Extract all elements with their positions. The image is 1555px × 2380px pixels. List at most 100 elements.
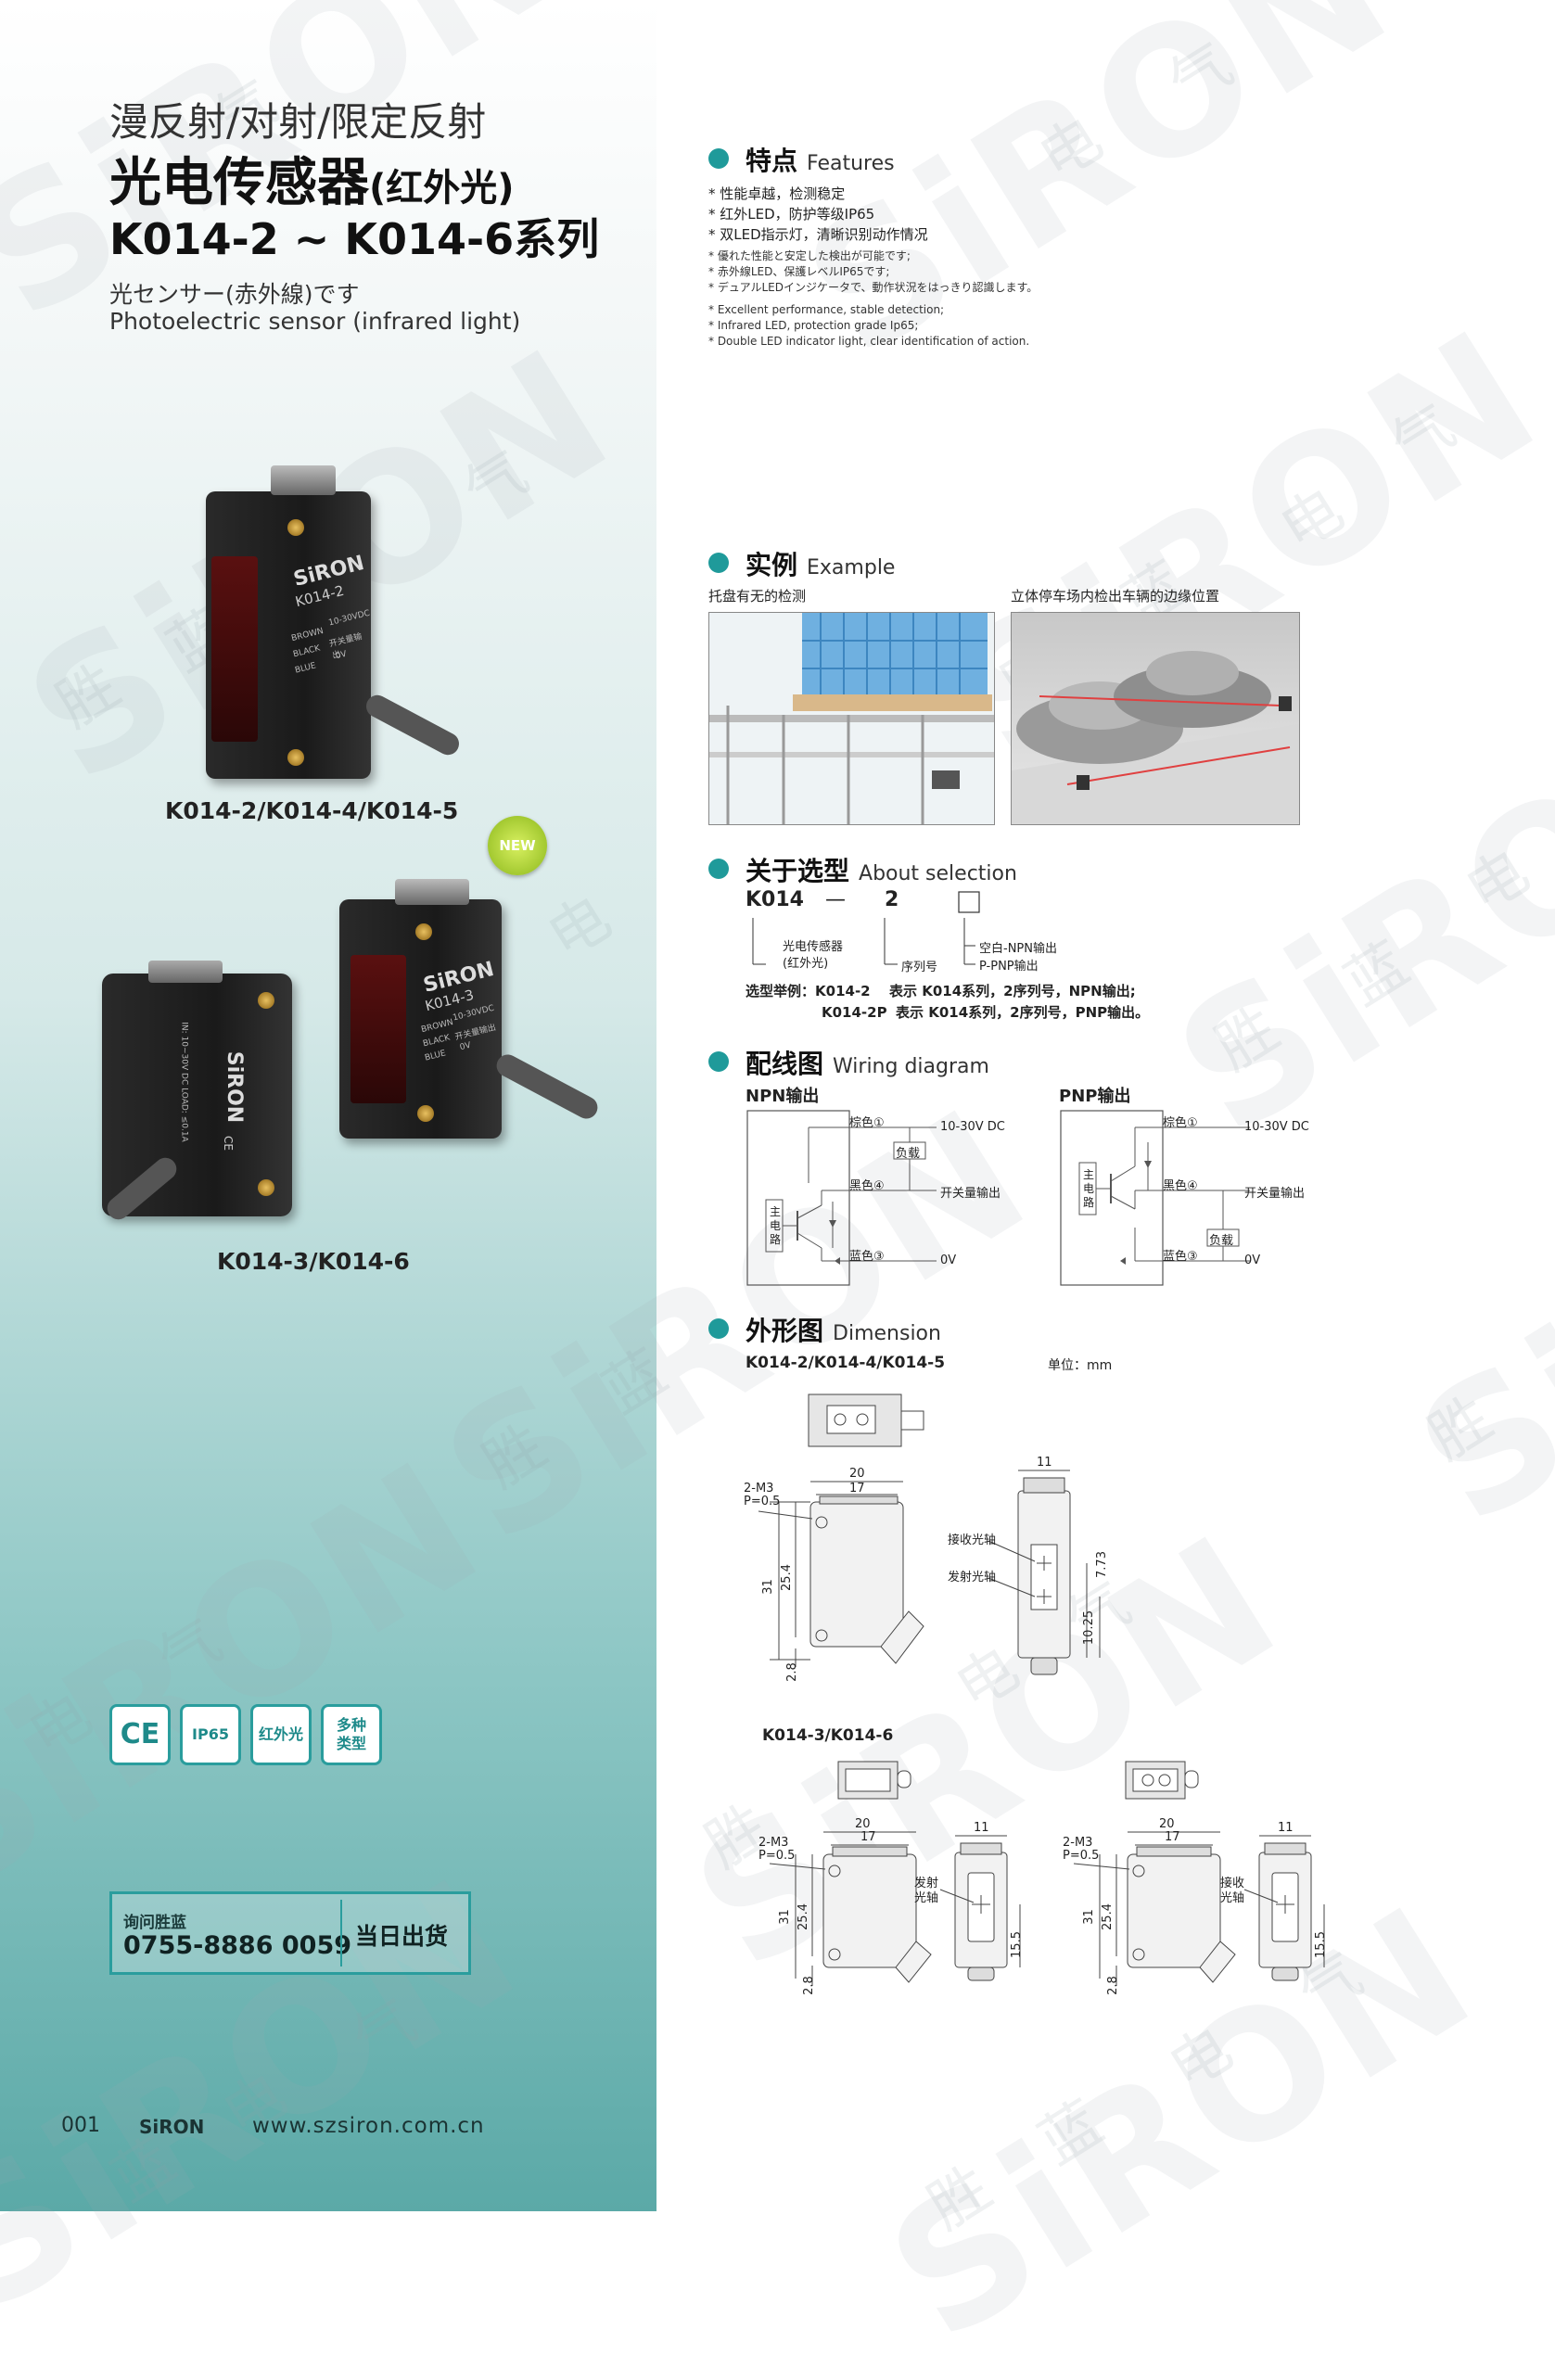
dimension-unit: 单位：mm (1048, 1358, 1113, 1373)
screw-icon (287, 519, 304, 536)
dim-recv-axis-b: 光轴 (1220, 1891, 1245, 1905)
npn-0v-label: 0V (940, 1254, 957, 1267)
series-title: K014-2 ~ K014-6系列 (109, 214, 600, 264)
pnp-wiring-diagram: 主 电 路 棕色① 黑色④ 蓝色③ 负载 10-30V DC 开关量输出 0V (1059, 1109, 1337, 1289)
page-title: 光电传感器(红外光) (109, 141, 515, 216)
pnp-load-label: 负载 (1209, 1234, 1234, 1248)
dimension-drawing-b1: 2-M3 P=0.5 20 17 31 25.4 2.8 11 发射 光轴 15… (751, 1756, 1029, 1997)
screw-icon (287, 749, 304, 766)
contact-note: 当日出货 (355, 1923, 449, 1950)
sensor-label-black: BLACK (292, 643, 322, 660)
screw-icon (417, 1105, 434, 1122)
sensor-label-out: 开关量输出 (328, 631, 363, 661)
example-1-text: 表示 K014系列，2序列号，NPN输出; (889, 983, 1136, 999)
dimension-model-b: K014-3/K014-6 (762, 1726, 894, 1745)
dim-emit-axis-b: 光轴 (914, 1891, 939, 1905)
feature-item: * 双LED指示灯，清晰识别动作情况 (708, 226, 928, 243)
feature-item: * 性能卓越，检测稳定 (708, 185, 846, 202)
sensor-label-volt: 10-30VDC (327, 608, 372, 629)
dim-d11: 11 (1278, 1821, 1294, 1835)
selection-code-diagram: K014 — 2 光电传感器 (红外光) 序列号 空白-NPN输出 P-PNP输… (746, 888, 1209, 981)
watermark-char: 蓝 (1027, 2088, 1115, 2179)
pnp-main-circuit-label: 主 电 路 (1082, 1168, 1095, 1210)
pnp-black-label: 黑色④ (1163, 1179, 1198, 1193)
dim-h31: 31 (777, 1909, 792, 1925)
watermark-char: 电 (1027, 104, 1115, 195)
selection-title-cn: 关于选型 (746, 856, 850, 886)
screw-icon (258, 1179, 274, 1196)
features-title-cn: 特点 (746, 146, 798, 176)
new-badge-label: NEW (499, 837, 536, 854)
dim-w20: 20 (849, 1467, 865, 1481)
page-number: 001 (61, 2114, 100, 2137)
sensor-label-0v: 0V (458, 1040, 472, 1053)
example-caption-1: 托盘有无的检测 (708, 588, 807, 605)
pnp-switch-out-label: 开关量输出 (1244, 1187, 1306, 1201)
dim-d15-5: 15.5 (1313, 1931, 1328, 1958)
dimension-lines-a (758, 1394, 1101, 1675)
dim-w17: 17 (860, 1830, 876, 1844)
contact-phone[interactable]: 0755-8886 0059 (123, 1931, 352, 1960)
feature-item: * 红外LED，防护等级IP65 (708, 206, 875, 223)
dimension-drawing-b2: 2-M3 P=0.5 20 17 31 25.4 2.8 11 接收 光轴 15… (1057, 1756, 1335, 1997)
dim-pitch: P=0.5 (1063, 1849, 1100, 1863)
features-cn-list: * 性能卓越，检测稳定 * 红外LED，防护等级IP65 * 双LED指示灯，清… (708, 184, 928, 245)
badge-ce: CE (109, 1704, 171, 1765)
dim-h31: 31 (760, 1579, 775, 1595)
dim-w17: 17 (849, 1482, 865, 1495)
watermark-char: 气 (1380, 391, 1467, 482)
dimension-lines-b2 (1073, 1761, 1325, 1986)
npn-brown-label: 棕色① (849, 1116, 885, 1130)
contact-box: 询问胜蓝 0755-8886 0059 当日出货 (109, 1891, 471, 1975)
main-circuit-char: 路 (769, 1233, 781, 1246)
dim-recv-axis: 接收光轴 (948, 1534, 997, 1547)
example-1-model: K014-2 (815, 983, 871, 999)
code-number: 2 (885, 888, 899, 911)
footer-url[interactable]: www.szsiron.com.cn (252, 2114, 485, 2138)
badge-ip65: IP65 (180, 1704, 241, 1765)
npn-load-label: 负载 (896, 1147, 921, 1161)
code-desc-3b: P-PNP输出 (979, 960, 1039, 974)
dim-w17: 17 (1165, 1830, 1180, 1844)
contact-label: 询问胜蓝 (123, 1914, 186, 1932)
features-title: 特点 Features (746, 141, 895, 178)
parking-illustration (1012, 651, 1299, 824)
watermark-logo: SiRON (1384, 1051, 1555, 1564)
example-photo-pallet (708, 612, 995, 825)
watermark-char: 电 (1157, 2014, 1244, 2105)
watermark-char: 电 (1454, 836, 1541, 927)
npn-main-circuit-label: 主 电 路 (769, 1205, 782, 1247)
dim-thread: 2-M3 (1063, 1836, 1093, 1850)
japanese-name: 光センサー(赤外線)です (109, 281, 360, 308)
sensor-label-black: BLACK (422, 1033, 452, 1050)
dim-pitch: P=0.5 (744, 1495, 781, 1508)
example-caption-2: 立体停车场内检出车辆的边缘位置 (1011, 588, 1220, 605)
dim-h25-4: 25.4 (796, 1903, 810, 1930)
dim-d11: 11 (974, 1821, 989, 1835)
features-title-en: Features (807, 152, 895, 175)
npn-blue-label: 蓝色③ (849, 1250, 885, 1264)
code-series: K014 (746, 888, 804, 911)
dim-h2-8: 2.8 (801, 1976, 816, 1995)
footer-logo: SiRON (139, 2116, 205, 2138)
product-caption-1: K014-2/K014-4/K014-5 (165, 797, 459, 824)
sensor-label-blue: BLUE (294, 661, 317, 676)
main-circuit-char: 主 (769, 1205, 781, 1218)
sensor-lens (211, 556, 258, 742)
sensor-label-blue: BLUE (424, 1049, 447, 1063)
pnp-blue-label: 蓝色③ (1163, 1250, 1198, 1264)
sensor-knob (395, 879, 469, 905)
feature-item: * Double LED indicator light, clear iden… (708, 335, 1030, 348)
sensor-label-0v: 0V (334, 649, 348, 662)
section-bullet-icon (708, 859, 729, 879)
npn-wiring-diagram: 主 电 路 棕色① 黑色④ 蓝色③ 负载 10-30V DC 开关量输出 0V (746, 1109, 1024, 1289)
badge-infrared: 红外光 (250, 1704, 312, 1765)
screw-icon (415, 923, 432, 940)
pnp-label: PNP输出 (1059, 1087, 1131, 1106)
feature-item: * Infrared LED, protection grade Ip65; (708, 319, 919, 332)
code-desc-1b: (红外光) (783, 957, 829, 971)
watermark-char: 胜 (1417, 1383, 1504, 1474)
code-desc-1a: 光电传感器 (783, 940, 844, 954)
main-circuit-char: 电 (1082, 1182, 1094, 1195)
